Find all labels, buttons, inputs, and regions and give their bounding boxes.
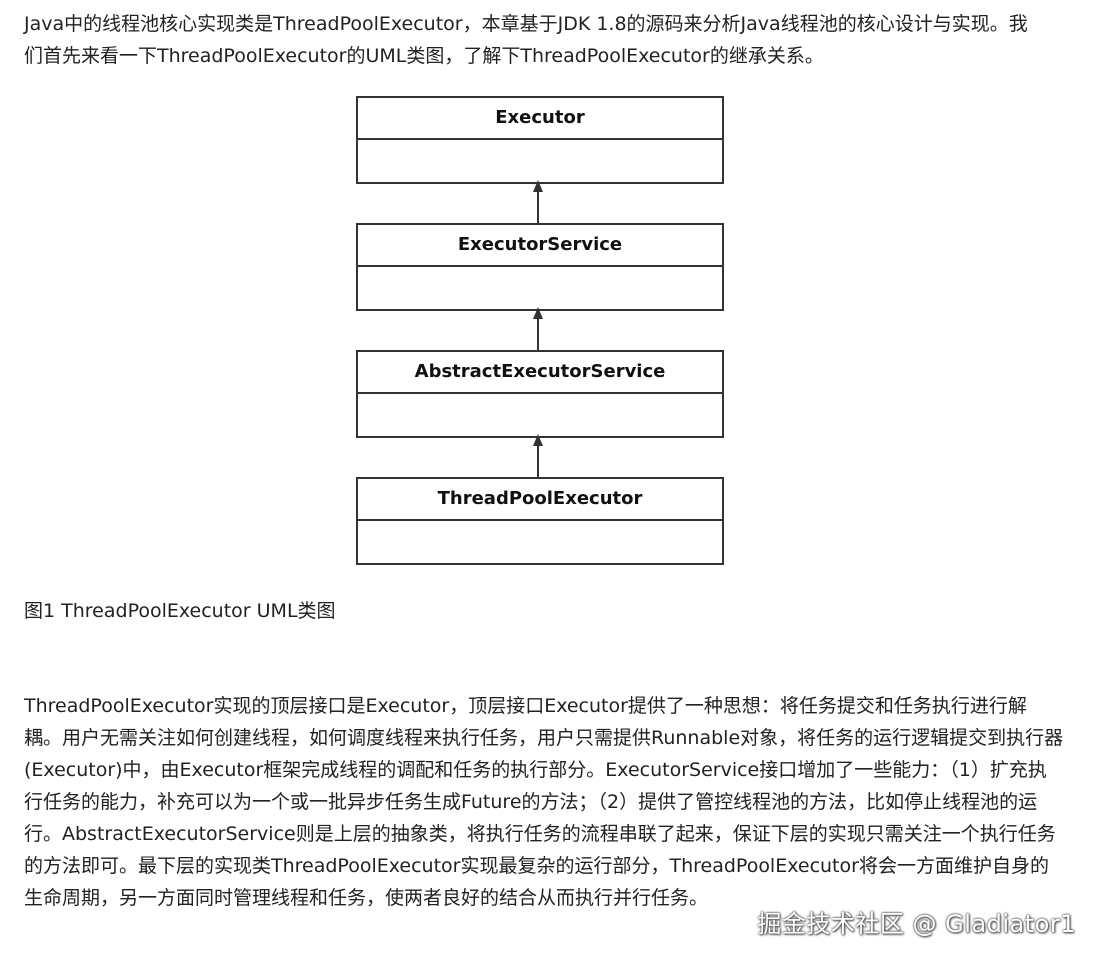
uml-class-name: AbstractExecutorService bbox=[358, 352, 722, 394]
uml-class-body bbox=[358, 521, 722, 563]
uml-class-abstractexecutorservice: AbstractExecutorService bbox=[356, 350, 724, 438]
uml-class-name: ThreadPoolExecutor bbox=[358, 479, 722, 521]
uml-class-body bbox=[358, 394, 722, 436]
uml-class-diagram: Executor ExecutorService AbstractExecuto… bbox=[356, 96, 724, 566]
uml-class-name: Executor bbox=[358, 98, 722, 140]
uml-class-executor: Executor bbox=[356, 96, 724, 184]
intro-paragraph: Java中的线程池核心实现类是ThreadPoolExecutor，本章基于JD… bbox=[24, 13, 1028, 67]
inheritance-arrow-icon bbox=[533, 434, 543, 478]
inheritance-arrow-icon bbox=[533, 307, 543, 351]
uml-class-threadpoolexecutor: ThreadPoolExecutor bbox=[356, 477, 724, 565]
watermark: 掘金技术社区 @ Gladiator1 bbox=[757, 910, 1076, 938]
uml-class-executorservice: ExecutorService bbox=[356, 223, 724, 311]
uml-class-body bbox=[358, 140, 722, 182]
uml-class-body bbox=[358, 267, 722, 309]
uml-class-name: ExecutorService bbox=[358, 225, 722, 267]
body-paragraph: ThreadPoolExecutor实现的顶层接口是Executor，顶层接口E… bbox=[24, 695, 1064, 909]
figure-caption: 图1 ThreadPoolExecutor UML类图 bbox=[24, 600, 336, 622]
inheritance-arrow-icon bbox=[533, 180, 543, 224]
